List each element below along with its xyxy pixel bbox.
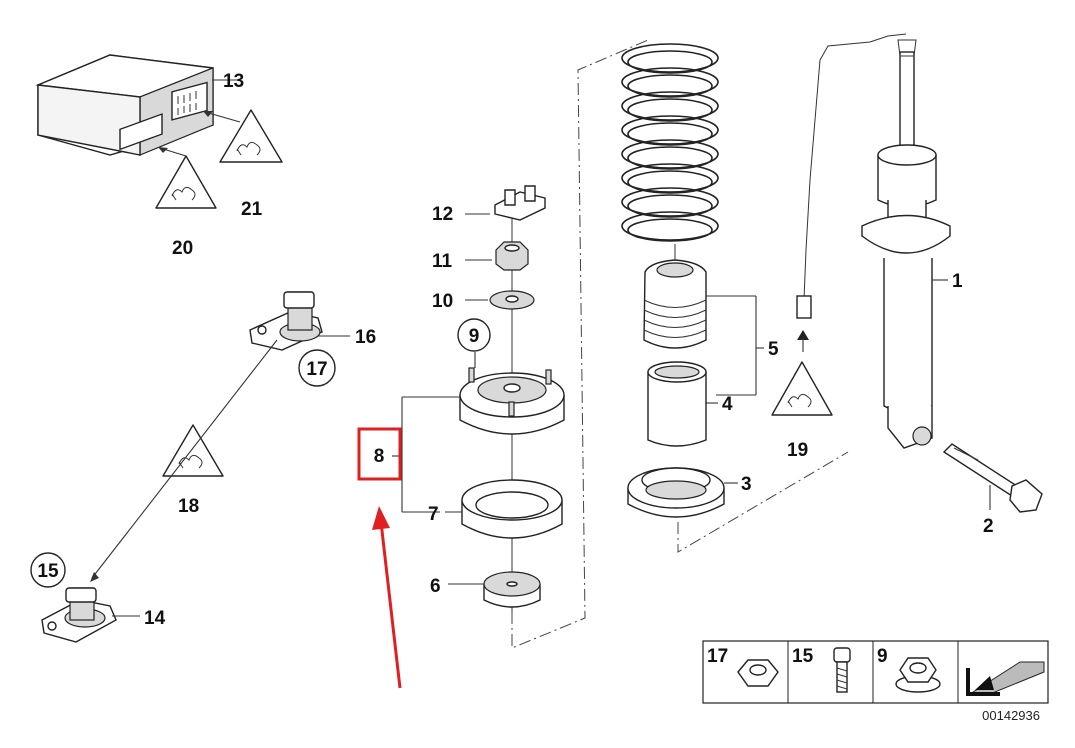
svg-text:9: 9 xyxy=(469,326,480,347)
part-label-19: 19 xyxy=(787,440,808,461)
bolt-icon xyxy=(833,647,851,693)
diagram-number: 00142936 xyxy=(982,708,1040,723)
nut-part xyxy=(495,241,529,271)
red-arrow-icon xyxy=(372,506,402,689)
flange-nut-icon xyxy=(895,657,941,693)
bearing-ring-part xyxy=(461,479,563,539)
clip-part xyxy=(494,185,546,221)
part-label-20: 20 xyxy=(172,238,193,259)
hardware-table: 17 15 9 xyxy=(702,640,1049,704)
table-label-15: 15 xyxy=(792,646,814,667)
part-label-18: 18 xyxy=(178,496,199,517)
part-label-14: 14 xyxy=(144,608,166,629)
control-unit xyxy=(35,54,240,156)
part-label-12: 12 xyxy=(432,204,453,225)
part-label-2: 2 xyxy=(983,516,994,537)
part-label-21: 21 xyxy=(241,199,263,220)
circled-label-17: 17 xyxy=(298,349,336,387)
circled-label-9: 9 xyxy=(457,318,491,352)
bump-cap-part xyxy=(483,571,541,608)
table-label-9: 9 xyxy=(877,646,888,667)
spring-seat-part xyxy=(627,467,725,518)
highlighted-part-8[interactable]: 8 xyxy=(357,427,402,481)
bump-stop-part xyxy=(643,259,707,349)
svg-text:15: 15 xyxy=(37,561,59,582)
part-label-10: 10 xyxy=(432,291,453,312)
svg-text:8: 8 xyxy=(374,446,385,467)
part-labels: 13 21 20 16 18 14 12 11 10 7 6 5 4 3 19 … xyxy=(144,71,994,629)
bolt-part xyxy=(942,443,1043,513)
part-label-3: 3 xyxy=(741,474,752,495)
part-label-5: 5 xyxy=(768,339,779,360)
svg-text:17: 17 xyxy=(306,359,327,380)
part-label-6: 6 xyxy=(430,576,441,597)
warning-triangle-icon xyxy=(219,109,283,163)
part-label-1: 1 xyxy=(952,271,963,292)
table-label-17: 17 xyxy=(707,646,728,667)
warning-triangle-icon xyxy=(162,424,224,477)
shock-absorber-part xyxy=(861,39,951,449)
direction-arrow-icon xyxy=(966,661,1045,696)
part-label-13: 13 xyxy=(223,71,244,92)
washer-part xyxy=(489,290,535,310)
part-label-4: 4 xyxy=(722,394,733,415)
warning-triangle-icon xyxy=(771,361,833,416)
circled-label-15: 15 xyxy=(30,552,66,588)
height-sensor-lower xyxy=(41,587,140,643)
sensor-connector xyxy=(796,295,812,319)
height-sensor-upper xyxy=(249,291,350,351)
dust-tube-part xyxy=(647,361,707,447)
part-label-7: 7 xyxy=(428,504,439,525)
part-label-16: 16 xyxy=(355,327,376,348)
strut-mount-part xyxy=(459,367,565,435)
coil-spring-part xyxy=(621,43,719,242)
hex-nut-icon xyxy=(737,659,779,687)
part-label-11: 11 xyxy=(432,251,453,272)
warning-triangle-icon xyxy=(155,155,217,209)
